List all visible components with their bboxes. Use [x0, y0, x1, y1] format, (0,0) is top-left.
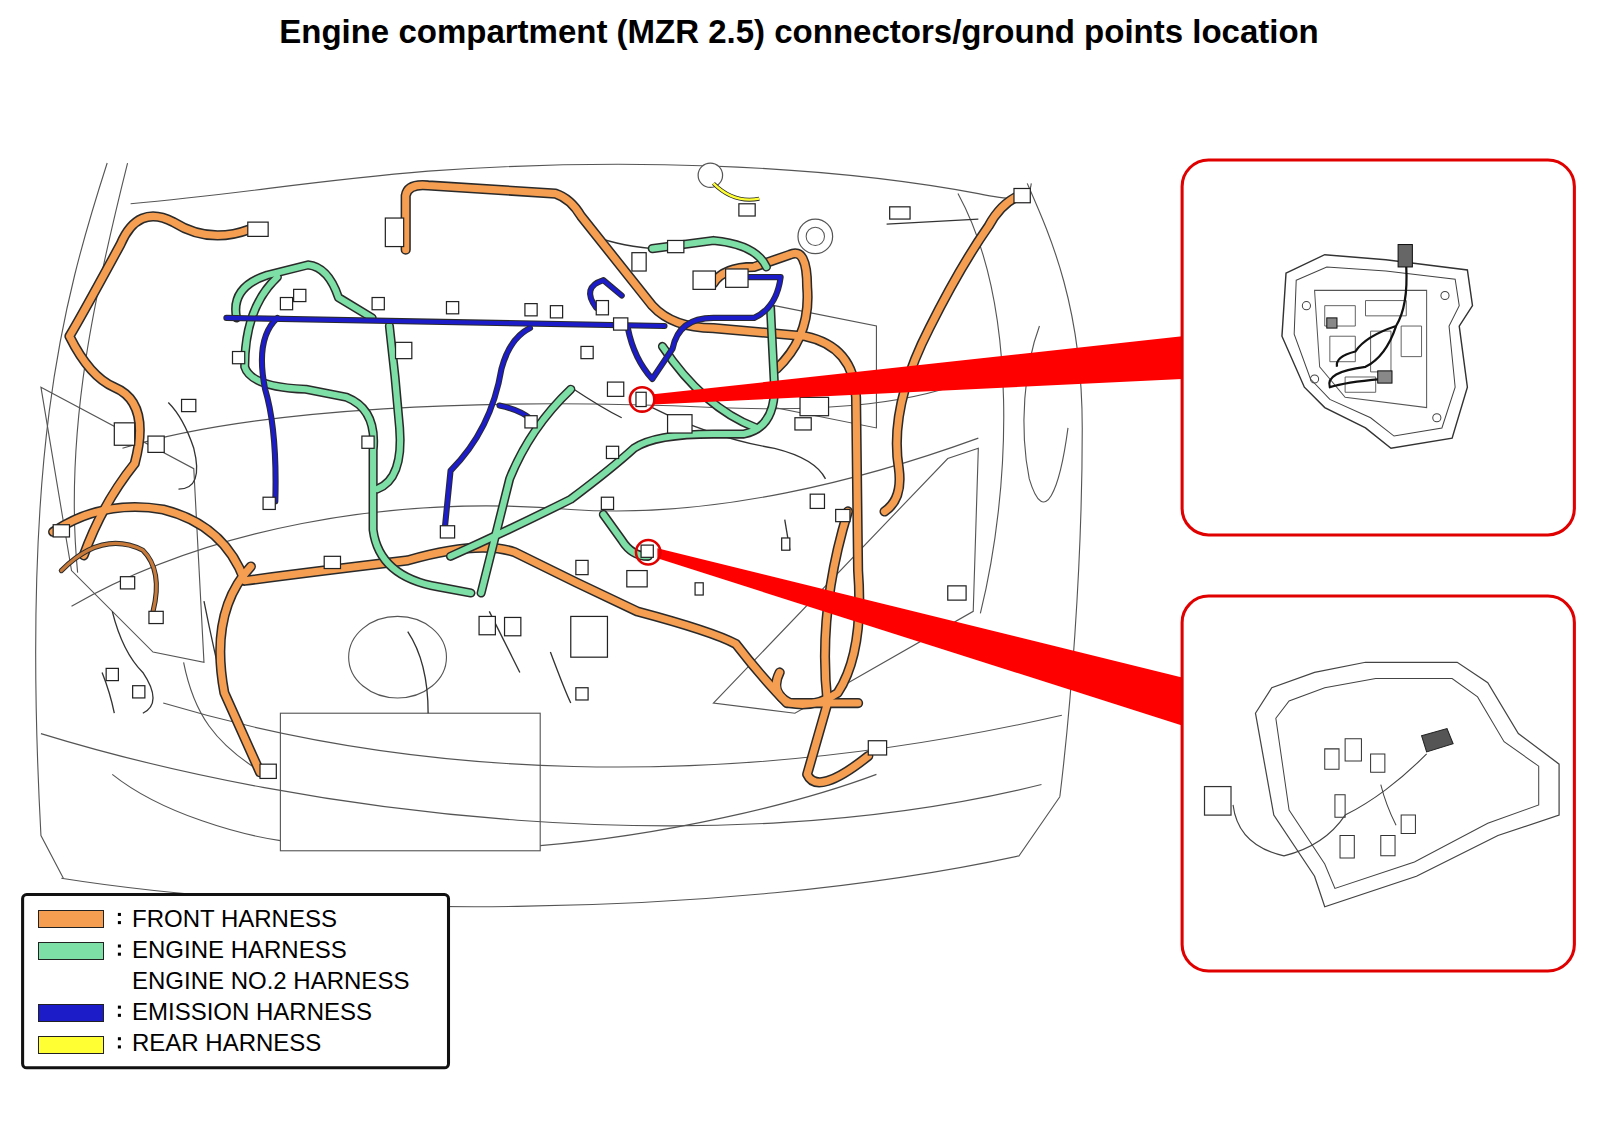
front-harness [53, 185, 1019, 782]
legend-swatch [38, 1004, 104, 1022]
legend-swatch [38, 1036, 104, 1054]
connectors [53, 188, 1030, 778]
harness-outline [236, 240, 775, 593]
emission-harness [226, 277, 780, 532]
harness-outline [226, 277, 780, 532]
harness-outline [61, 543, 156, 611]
callout-pointers [630, 336, 1182, 725]
legend-label: FRONT HARNESS [132, 903, 432, 934]
legend-swatch [38, 910, 104, 928]
callout-box-oil-pan [1182, 596, 1574, 971]
legend-label: EMISSION HARNESS [132, 996, 432, 1027]
front-harness-branch [61, 543, 156, 611]
legend-label: REAR HARNESS [132, 1027, 432, 1058]
car-body-outline [36, 163, 1083, 907]
thin-wires [102, 219, 978, 713]
callout-box-valve-body [1182, 160, 1574, 535]
diagram-title: Engine compartment (MZR 2.5) connectors/… [0, 12, 1598, 52]
legend-swatch [38, 942, 104, 960]
engine-harness [236, 240, 775, 593]
legend-label: ENGINE HARNESS ENGINE NO.2 HARNESS [132, 934, 432, 996]
legend-frame [23, 895, 449, 1068]
harness-outline [53, 185, 1019, 782]
